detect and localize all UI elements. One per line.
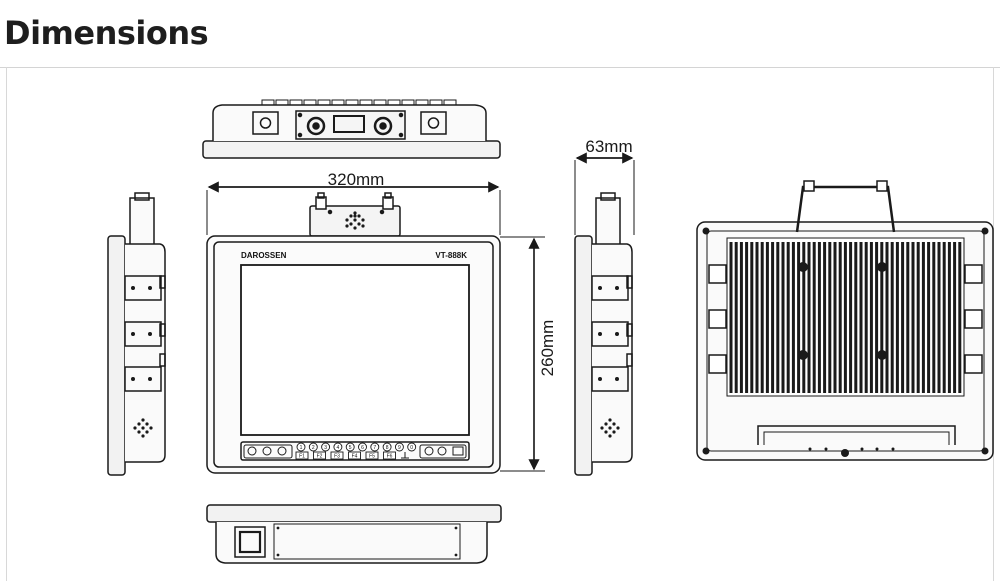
- number-key: [345, 442, 355, 452]
- function-key-label: F2: [317, 454, 323, 460]
- number-key-label: 4: [337, 445, 340, 451]
- number-key: [407, 442, 417, 452]
- function-key: [313, 451, 326, 460]
- bottom-view: [206, 504, 502, 564]
- stand-key-icon: [401, 452, 409, 459]
- number-key-label: 8: [386, 445, 389, 451]
- number-key: [358, 442, 367, 452]
- device-brand: DAROSSEN: [241, 251, 287, 260]
- function-key-label: F3: [334, 454, 340, 460]
- number-key-label: 0: [410, 445, 413, 451]
- number-key-label: 2: [312, 445, 315, 451]
- function-key: [330, 451, 344, 460]
- function-key-label: F1: [299, 454, 305, 460]
- function-key-label: F4: [352, 454, 358, 460]
- function-key: [365, 451, 379, 460]
- front-view: [206, 192, 501, 474]
- title-divider: [0, 67, 1000, 68]
- right-side-view: [574, 192, 633, 476]
- depth-dimension: [574, 152, 635, 235]
- rear-view: [696, 180, 994, 461]
- number-key: [296, 442, 306, 452]
- function-key: [383, 451, 396, 460]
- top-view: [202, 99, 501, 159]
- width-dimension: [206, 181, 501, 235]
- number-key-label: 5: [349, 445, 352, 451]
- height-label: 260mm: [538, 320, 557, 377]
- height-dimension: [500, 236, 545, 472]
- number-key: [333, 442, 343, 452]
- number-key-label: 7: [373, 445, 376, 451]
- number-key-label: 9: [398, 445, 401, 451]
- number-key: [394, 442, 404, 452]
- function-key: [295, 451, 309, 460]
- number-key: [382, 442, 392, 452]
- width-label: 320mm: [328, 170, 385, 189]
- function-key-label: F6: [387, 454, 393, 460]
- function-key-label: F5: [369, 454, 375, 460]
- function-key-row: F1 F2 F3 F4 F5 F6: [295, 451, 409, 460]
- number-key-label: 1: [300, 445, 303, 451]
- number-key-row: 1 2 3 4 5 6 7 8 9 0: [296, 442, 417, 452]
- heatsink-fins: [729, 242, 962, 393]
- device-model: VT-888K: [435, 251, 467, 260]
- page-title: Dimensions: [4, 14, 209, 52]
- number-key: [308, 442, 318, 452]
- left-side-view: [107, 192, 166, 476]
- function-key: [348, 451, 361, 460]
- number-key-label: 3: [324, 445, 327, 451]
- depth-label: 63mm: [585, 137, 632, 156]
- number-key: [321, 442, 331, 452]
- number-key-label: 6: [361, 445, 364, 451]
- number-key: [370, 442, 380, 452]
